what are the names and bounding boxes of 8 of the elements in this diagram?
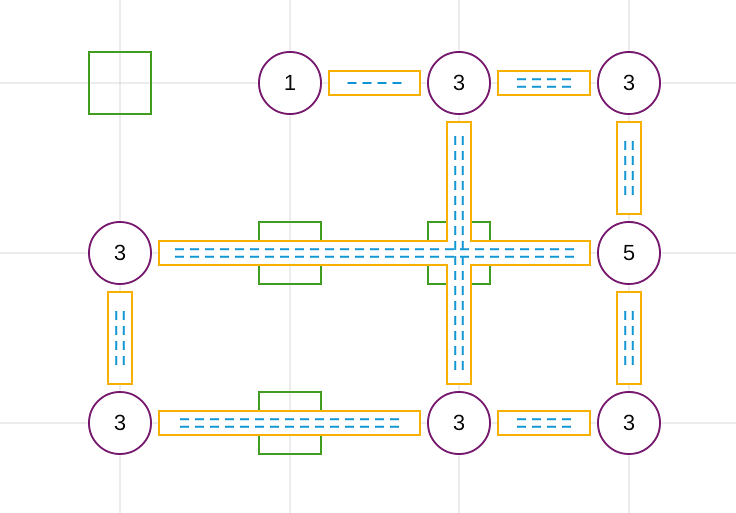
island-number: 5: [622, 242, 636, 264]
island-number: 1: [284, 72, 296, 94]
island-number: 3: [622, 412, 636, 434]
island-number: 3: [622, 72, 636, 94]
island-number: 3: [114, 412, 126, 434]
island-number: 3: [114, 242, 126, 264]
island-number: 3: [452, 72, 466, 94]
island-number: 3: [452, 412, 466, 434]
